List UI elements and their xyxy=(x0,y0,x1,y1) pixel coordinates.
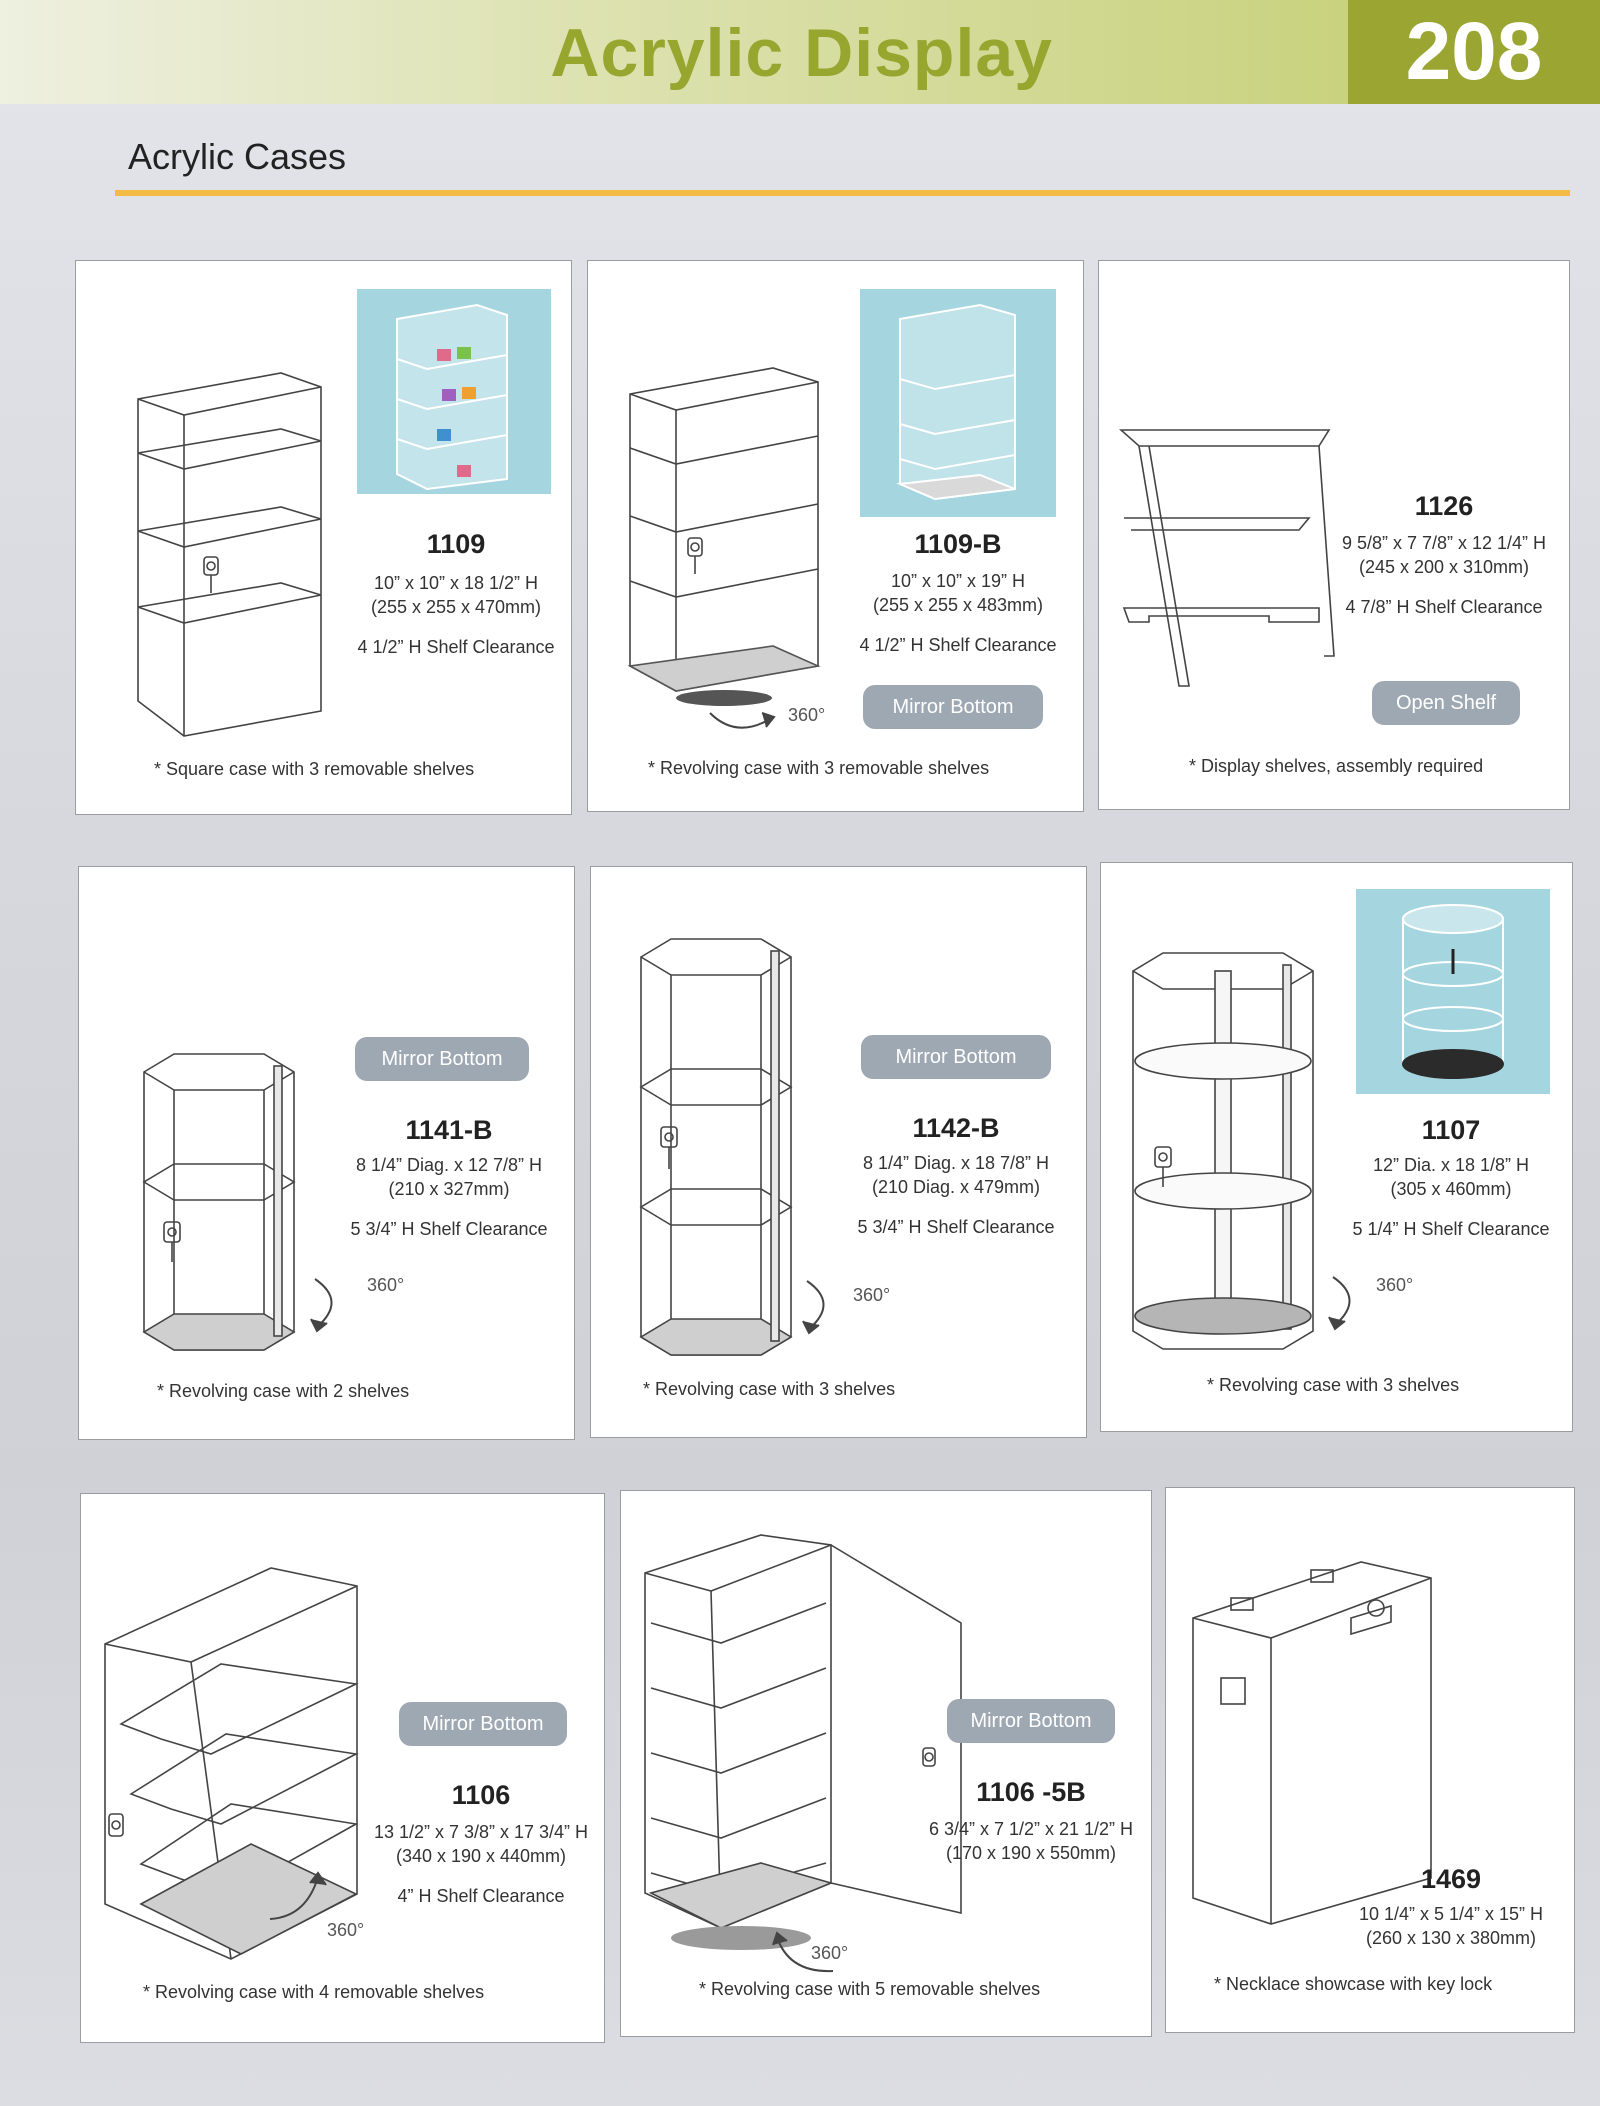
rotation-label: 360° xyxy=(1376,1275,1414,1295)
product-note: * Revolving case with 3 shelves xyxy=(1207,1375,1460,1395)
section-title: Acrylic Cases xyxy=(128,136,347,177)
rotation-label: 360° xyxy=(327,1920,365,1940)
dimensions-metric: (245 x 200 x 310mm) xyxy=(1358,557,1530,577)
section-divider xyxy=(115,190,1570,196)
product-note: * Revolving case with 2 shelves xyxy=(157,1381,410,1401)
model-number: 1109-B xyxy=(914,529,1002,559)
dimensions-metric: (260 x 130 x 380mm) xyxy=(1365,1928,1537,1948)
dimensions: 10” x 10” x 18 1/2” H (255 x 255 x 470mm… xyxy=(336,571,576,619)
model-number: 1106 -5B xyxy=(976,1777,1086,1807)
dimensions-imperial: 10 1/4” x 5 1/4” x 15” H xyxy=(1358,1904,1544,1924)
rotation-arrow-icon xyxy=(772,1931,834,1973)
shelf-clearance: 4 7/8” H Shelf Clearance xyxy=(1345,597,1543,617)
shelf-clearance: 4 1/2” H Shelf Clearance xyxy=(357,637,555,657)
revolving-case-drawing xyxy=(627,367,821,706)
model-number: 1109 xyxy=(426,529,486,559)
model-number: 1469 xyxy=(1420,1864,1482,1894)
product-photo xyxy=(860,289,1056,517)
mirror-bottom-badge: Mirror Bottom xyxy=(399,1702,567,1746)
product-card-1141-b[interactable]: 360° Mirror Bottom 1141-B 8 1/4” Diag. x… xyxy=(78,866,575,1440)
product-card-1126[interactable]: 1126 9 5/8” x 7 7/8” x 12 1/4” H (245 x … xyxy=(1098,260,1570,810)
open-shelf-badge: Open Shelf xyxy=(1372,681,1520,725)
dimensions: 9 5/8” x 7 7/8” x 12 1/4” H (245 x 200 x… xyxy=(1319,531,1569,579)
product-card-1106[interactable]: 360° Mirror Bottom 1106 13 1/2” x 7 3/8”… xyxy=(80,1493,605,2043)
dimensions-imperial: 8 1/4” Diag. x 12 7/8” H xyxy=(355,1155,543,1175)
open-shelf-drawing xyxy=(1119,429,1335,687)
page-number: 208 xyxy=(1348,0,1600,104)
product-card-1109[interactable]: 1109 10” x 10” x 18 1/2” H (255 x 255 x … xyxy=(75,260,572,815)
dimensions-imperial: 10” x 10” x 19” H xyxy=(890,571,1026,591)
tall-hexagonal-case-drawing xyxy=(639,938,793,1356)
shelf-clearance: 5 3/4” H Shelf Clearance xyxy=(350,1219,548,1239)
dimensions-imperial: 13 1/2” x 7 3/8” x 17 3/4” H xyxy=(373,1822,589,1842)
product-card-1142-b[interactable]: 360° Mirror Bottom 1142-B 8 1/4” Diag. x… xyxy=(590,866,1087,1438)
rotation-label: 360° xyxy=(788,705,826,725)
dimensions: 10 1/4” x 5 1/4” x 15” H (260 x 130 x 38… xyxy=(1326,1902,1576,1950)
dimensions-imperial: 6 3/4” x 7 1/2” x 21 1/2” H xyxy=(928,1819,1134,1839)
mirror-bottom-badge: Mirror Bottom xyxy=(947,1699,1115,1743)
product-note: * Display shelves, assembly required xyxy=(1189,756,1484,776)
catalog-title: Acrylic Display xyxy=(550,15,1053,91)
product-note: * Square case with 3 removable shelves xyxy=(154,759,475,779)
dimensions: 6 3/4” x 7 1/2” x 21 1/2” H (170 x 190 x… xyxy=(906,1817,1156,1865)
rotation-label: 360° xyxy=(853,1285,891,1305)
dimensions-imperial: 12” Dia. x 18 1/8” H xyxy=(1372,1155,1530,1175)
rotation-label: 360° xyxy=(811,1943,849,1963)
dimensions: 10” x 10” x 19” H (255 x 255 x 483mm) xyxy=(838,569,1078,617)
hexagonal-case-drawing xyxy=(142,1053,296,1351)
product-note: * Revolving case with 3 removable shelve… xyxy=(648,758,990,778)
shelf-clearance: 4 1/2” H Shelf Clearance xyxy=(859,635,1057,655)
shelf-clearance: 5 3/4” H Shelf Clearance xyxy=(857,1217,1055,1237)
product-card-1469[interactable]: 1469 10 1/4” x 5 1/4” x 15” H (260 x 130… xyxy=(1165,1487,1575,2033)
model-number: 1142-B xyxy=(912,1113,1000,1143)
tiered-case-drawing xyxy=(104,1567,359,1960)
dimensions-metric: (210 Diag. x 479mm) xyxy=(871,1177,1041,1197)
product-card-1106-5b[interactable]: 360° Mirror Bottom 1106 -5B 6 3/4” x 7 1… xyxy=(620,1490,1152,2037)
dimensions-metric: (210 x 327mm) xyxy=(388,1179,510,1199)
product-card-1107[interactable]: 360° 1107 12” Dia. x 18 1/8” H (305 x 46… xyxy=(1100,862,1573,1432)
mirror-bottom-badge: Mirror Bottom xyxy=(355,1037,529,1081)
product-note: * Revolving case with 4 removable shelve… xyxy=(143,1982,485,2002)
model-number: 1141-B xyxy=(405,1115,493,1145)
rotation-arrow-icon xyxy=(802,1280,825,1335)
rotation-arrow-icon xyxy=(1328,1276,1351,1331)
dimensions-imperial: 9 5/8” x 7 7/8” x 12 1/4” H xyxy=(1341,533,1547,553)
necklace-showcase-drawing xyxy=(1192,1561,1432,1925)
product-note: * Revolving case with 5 removable shelve… xyxy=(699,1979,1041,1999)
round-shelf-case-drawing xyxy=(1132,952,1314,1350)
product-card-1109-b[interactable]: 360° 1109-B 10” x 10” x 19” H (255 x 255… xyxy=(587,260,1084,812)
dimensions-imperial: 10” x 10” x 18 1/2” H xyxy=(373,573,539,593)
model-number: 1106 xyxy=(451,1780,511,1810)
model-number: 1126 xyxy=(1414,491,1474,521)
shelf-clearance: 5 1/4” H Shelf Clearance xyxy=(1352,1219,1550,1239)
mirror-bottom-badge: Mirror Bottom xyxy=(863,685,1043,729)
shelf-clearance: 4” H Shelf Clearance xyxy=(397,1886,565,1906)
mirror-bottom-badge: Mirror Bottom xyxy=(861,1035,1051,1079)
square-case-drawing xyxy=(137,372,322,737)
dimensions-metric: (305 x 460mm) xyxy=(1390,1179,1512,1199)
dimensions-imperial: 8 1/4” Diag. x 18 7/8” H xyxy=(862,1153,1050,1173)
dimensions-metric: (255 x 255 x 470mm) xyxy=(370,597,542,617)
product-photo xyxy=(1356,889,1550,1094)
header-band: Acrylic Display xyxy=(0,0,1348,104)
product-photo xyxy=(357,289,551,494)
rotation-label: 360° xyxy=(367,1275,405,1295)
rotation-arrow-icon xyxy=(709,712,776,729)
dimensions-metric: (255 x 255 x 483mm) xyxy=(872,595,1044,615)
rotation-arrow-icon xyxy=(269,1871,327,1920)
dimensions: 8 1/4” Diag. x 18 7/8” H (210 Diag. x 47… xyxy=(831,1151,1081,1199)
rotation-arrow-icon xyxy=(310,1278,333,1333)
dimensions: 12” Dia. x 18 1/8” H (305 x 460mm) xyxy=(1326,1153,1576,1201)
model-number: 1107 xyxy=(1421,1115,1481,1145)
dimensions: 8 1/4” Diag. x 12 7/8” H (210 x 327mm) xyxy=(324,1153,574,1201)
dimensions-metric: (340 x 190 x 440mm) xyxy=(395,1846,567,1866)
product-note: * Revolving case with 3 shelves xyxy=(643,1379,896,1399)
dimensions-metric: (170 x 190 x 550mm) xyxy=(945,1843,1117,1863)
product-note: * Necklace showcase with key lock xyxy=(1214,1974,1493,1994)
dimensions: 13 1/2” x 7 3/8” x 17 3/4” H (340 x 190 … xyxy=(351,1820,611,1868)
multi-shelf-case-drawing xyxy=(644,1534,962,1950)
